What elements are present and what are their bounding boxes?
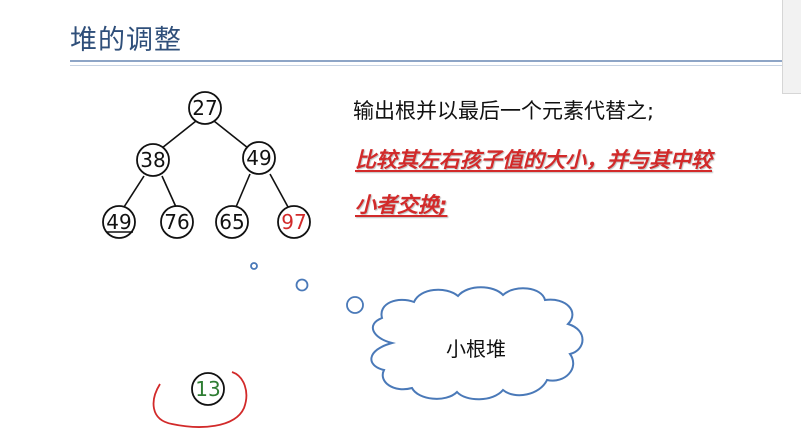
tree-node-lr: 76 [160, 205, 194, 239]
title-divider-thin [70, 65, 782, 66]
instruction-text: 输出根并以最后一个元素代替之; [353, 99, 655, 123]
edge-right-rl [235, 173, 251, 208]
instruction-highlight-1: 比较其左右孩子值的大小，并与其中较 [355, 148, 712, 172]
tree-node-ll: 49 [102, 205, 136, 239]
cloud-callout: 小根堆 [370, 286, 584, 401]
cloud-label: 小根堆 [446, 337, 506, 361]
tree-node-rr: 97 [277, 205, 311, 239]
edge-left-lr [161, 175, 177, 208]
removed-node-label: 13 [195, 377, 220, 401]
slide-title: 堆的调整 [70, 25, 182, 56]
edge-root-right [213, 120, 249, 149]
side-scrollbar[interactable] [782, 0, 801, 94]
tree-node-rl: 65 [215, 205, 249, 239]
node-root-label: 27 [192, 96, 217, 120]
tree-node-root: 27 [188, 91, 222, 125]
instruction-highlight-2: 小者交换; [355, 193, 448, 217]
node-rl-label: 65 [219, 210, 244, 234]
edge-left-ll [123, 175, 145, 208]
node-left-label: 38 [140, 148, 165, 172]
thought-dot-medium [295, 278, 309, 292]
thought-trail [250, 262, 364, 314]
node-lr-label: 76 [164, 210, 189, 234]
tree-edges [123, 120, 289, 208]
edge-root-left [161, 120, 197, 149]
edge-right-rr [269, 173, 289, 208]
node-rr-label: 97 [281, 210, 306, 234]
node-right-label: 49 [246, 146, 271, 170]
node-ll-label: 49 [106, 210, 131, 234]
title-divider [70, 60, 782, 62]
tree-node-right: 49 [242, 141, 276, 175]
red-annotation-stroke [152, 371, 248, 428]
removed-node: 13 [191, 372, 225, 406]
thought-dot-large [346, 296, 364, 314]
tree-node-left: 38 [136, 143, 170, 177]
thought-dot-small [250, 262, 258, 270]
